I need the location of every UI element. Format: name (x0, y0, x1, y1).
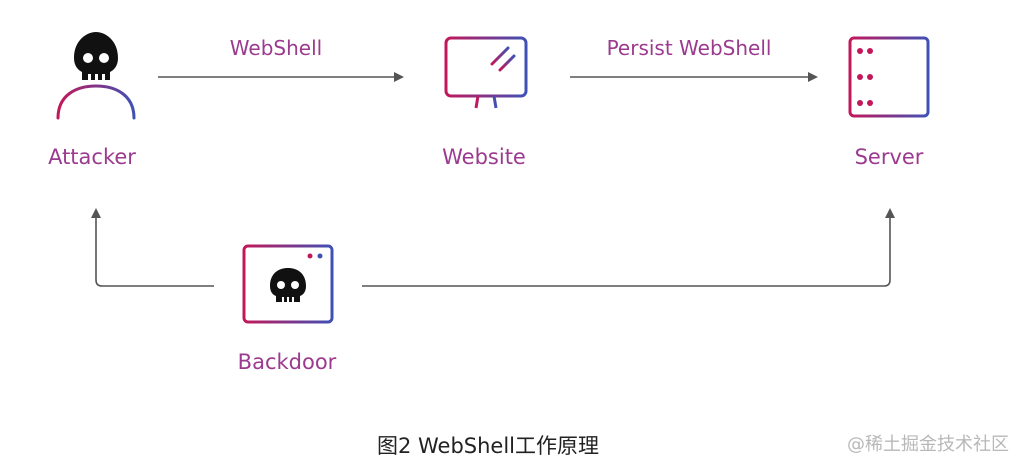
skull-user-icon (56, 32, 136, 120)
edge-label-persist-webshell: Persist WebShell (606, 36, 772, 60)
server-rack-icon (848, 36, 930, 118)
node-label-attacker: Attacker (48, 145, 136, 169)
edge-label-webshell: WebShell (229, 36, 323, 60)
node-label-backdoor: Backdoor (237, 350, 337, 374)
skull-window-icon (242, 244, 334, 324)
figure-caption: 图2 WebShell工作原理 (376, 434, 600, 458)
node-label-server: Server (854, 145, 924, 169)
arrow-backdoor-to-server (362, 208, 895, 287)
node-label-website: Website (442, 145, 526, 169)
watermark: @稀土掘金技术社区 (847, 434, 1009, 455)
monitor-icon (444, 36, 528, 112)
arrow-backdoor-to-attacker (91, 208, 214, 287)
